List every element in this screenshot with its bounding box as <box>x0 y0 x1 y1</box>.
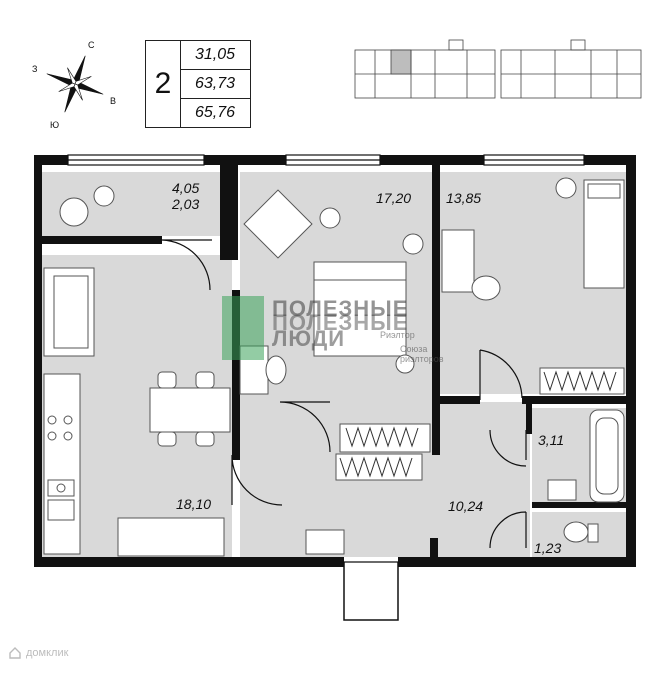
total-area-with-balcony: 65,76 <box>194 104 236 121</box>
watermark-logo-icon <box>222 296 264 360</box>
door-toilet <box>489 511 527 549</box>
dining-table <box>149 387 231 433</box>
total-area: 63,73 <box>180 70 250 99</box>
compass-north: С <box>88 40 95 50</box>
balcony-table <box>93 185 115 207</box>
balcony-area-label-reduced: 2,03 <box>172 196 200 212</box>
bedroom-area-label: 13,85 <box>446 190 482 206</box>
windows <box>67 154 585 166</box>
washbasin <box>547 479 577 501</box>
hall-bench <box>305 529 345 555</box>
watermark-sub-1: Риэлтор <box>380 330 415 340</box>
wall-outer-top-4 <box>584 155 636 165</box>
key-plan <box>354 39 642 99</box>
wall-outer-left <box>34 155 42 567</box>
compass: С В Ю З <box>28 36 128 131</box>
wall-outer-bottom-right <box>398 557 636 567</box>
bathroom-area-label: 3,11 <box>538 432 565 448</box>
brand-mark: домклик <box>8 646 68 660</box>
doors <box>161 239 527 621</box>
bedroom-desk <box>441 229 475 293</box>
wall-outer-top-3 <box>380 155 484 165</box>
wall-bath-bottom <box>532 502 626 508</box>
area-summary: 31,05 63,73 65,76 <box>180 40 251 128</box>
watermark: ПОЛЕЗНЫЕ ПОЛЕЗНЫЕ ЛЮДИ Риэлтор Союза риэ… <box>222 296 462 366</box>
door-bath <box>489 429 527 467</box>
wall-balcony-right <box>220 165 238 260</box>
brand-name: домклик <box>26 647 69 659</box>
walls <box>34 155 636 567</box>
door-living <box>279 401 331 453</box>
house-icon <box>9 647 21 659</box>
armchair <box>243 189 313 259</box>
compass-rose <box>46 55 104 113</box>
door-balcony <box>161 239 212 291</box>
room-count: 2 <box>145 40 181 128</box>
door-bedroom <box>479 349 523 400</box>
watermark-sub-2: Союза риэлторов <box>400 344 444 364</box>
kitchen-cabinet <box>117 517 225 557</box>
balcony-area-label: 4,05 <box>172 180 200 196</box>
wall-outer-top-1 <box>34 155 68 165</box>
kitchen-counter <box>43 373 81 555</box>
compass-east: В <box>110 96 117 106</box>
watermark-line-3: ЛЮДИ <box>272 326 346 351</box>
wall-bedroom-bottom-2 <box>522 396 636 404</box>
wall-balcony-bottom <box>42 236 162 244</box>
wall-living-right <box>432 165 440 455</box>
door-entrance <box>343 562 399 621</box>
living-room-area-label: 17,20 <box>376 190 412 206</box>
furniture <box>43 177 625 557</box>
compass-west: З <box>32 64 38 74</box>
wall-bath-left <box>526 404 532 434</box>
hall-area-label: 10,24 <box>448 498 484 514</box>
toilet-area-label: 1,23 <box>534 540 562 556</box>
wall-bedroom-bottom <box>440 396 480 404</box>
toilet-bowl <box>563 521 589 543</box>
wall-outer-right <box>626 155 636 567</box>
wall-outer-bottom-left <box>34 557 344 567</box>
door-kitchen <box>231 454 283 506</box>
living-area: 31,05 <box>180 41 250 70</box>
wall-hall-stub <box>430 538 438 557</box>
watermark-line-2: ПОЛЕЗНЫЕ <box>272 310 409 335</box>
watermark-line-1: ПОЛЕЗНЫЕ <box>272 296 409 321</box>
wall-living-left <box>232 290 240 460</box>
kitchen-area-label: 18,10 <box>176 496 212 512</box>
wall-outer-top-2 <box>204 155 286 165</box>
compass-south: Ю <box>50 120 60 130</box>
balcony-chair <box>59 197 89 227</box>
